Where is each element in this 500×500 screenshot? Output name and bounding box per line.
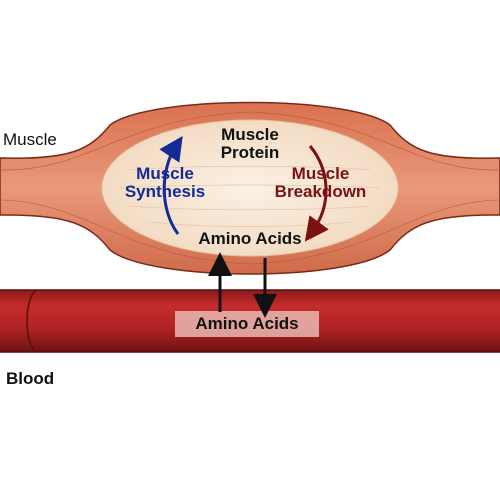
muscle-label: Muscle	[3, 130, 57, 149]
amino-acids-muscle-label: Amino Acids	[198, 229, 302, 248]
blood-label-box	[175, 311, 319, 337]
muscle-fibers	[0, 111, 500, 265]
muscle-protein-label: Muscle Protein	[195, 126, 305, 162]
breakdown-arrow	[304, 145, 329, 242]
breakdown-line2: Breakdown	[274, 181, 367, 201]
synthesis-arrow	[159, 136, 183, 235]
synthesis-line2: Synthesis	[124, 181, 206, 201]
synthesis-line1: Muscle	[136, 164, 194, 183]
vessel-opening	[26, 289, 37, 353]
muscle-breakdown-label: Muscle Breakdown	[258, 165, 383, 201]
inner-fibers	[119, 165, 381, 227]
amino-acids-blood-label: Amino Acids	[195, 314, 299, 333]
muscle-protein-line2: Protein	[220, 142, 280, 162]
blood-label: Blood	[6, 369, 55, 388]
muscle-synthesis-label: Muscle Synthesis	[110, 165, 220, 201]
breakdown-line1: Muscle	[291, 164, 350, 183]
muscle-protein-line1: Muscle	[221, 125, 279, 144]
